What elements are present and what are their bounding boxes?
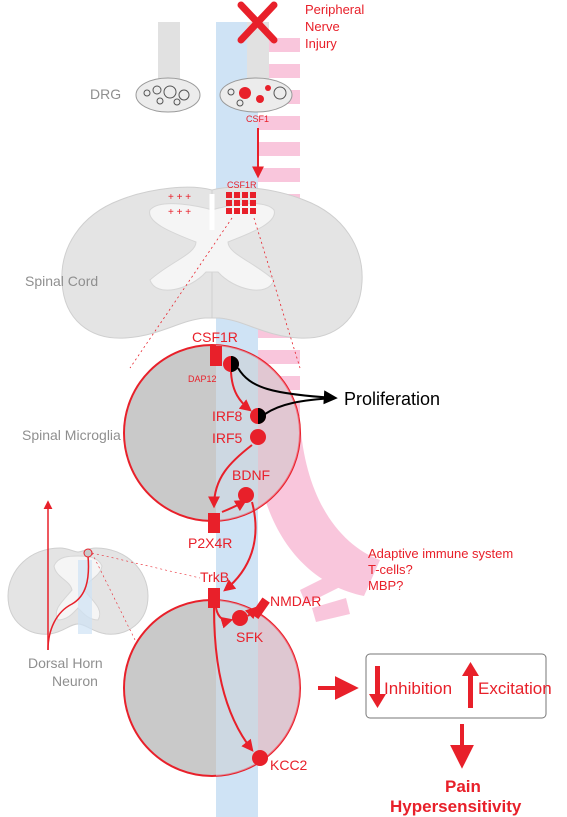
spinal-cord-label: Spinal Cord: [25, 273, 98, 289]
injury-label-2: Nerve: [305, 19, 340, 34]
p2x4r-label: P2X4R: [188, 535, 232, 551]
mini-blue-band: [78, 560, 92, 634]
sfk-label: SFK: [236, 629, 264, 645]
dorsal-horn-label-2: Neuron: [52, 673, 98, 689]
zoom-line-right: [253, 217, 301, 369]
irf8-label: IRF8: [212, 408, 243, 424]
adaptive-label-1: Adaptive immune system: [368, 546, 513, 561]
injury-label-3: Injury: [305, 36, 337, 51]
trkb-receptor: [208, 588, 220, 608]
dap12-proliferation-arrow: [237, 367, 338, 405]
injury-label-1: Peripheral: [305, 2, 364, 17]
kcc2-label: KCC2: [270, 757, 308, 773]
mini-neuron-process: [47, 555, 90, 651]
excitation-label: Excitation: [478, 679, 552, 698]
dorsal-horn-label-1: Dorsal Horn: [28, 655, 103, 671]
csf1r-label: CSF1R: [192, 329, 238, 345]
csf1-label: CSF1: [246, 114, 269, 124]
zoom-line-left: [129, 217, 233, 369]
proliferation-label: Proliferation: [344, 389, 440, 409]
spinal-microglia-label: Spinal Microglia: [22, 427, 121, 443]
trkb-to-kcc2-arrow: [213, 607, 254, 752]
drg-nerve-right: [247, 22, 269, 84]
drg-label: DRG: [90, 86, 121, 102]
dap12-label: DAP12: [188, 374, 217, 384]
cross-icon: [237, 1, 278, 44]
svg-text:+ + +: + + +: [168, 192, 191, 203]
excitation-up-arrow: [462, 662, 479, 708]
csf1r-small-label: CSF1R: [227, 180, 257, 190]
p2x4r-receptor: [208, 513, 220, 533]
nmdar-label: NMDAR: [270, 593, 321, 609]
drg-neurons-right: [227, 85, 287, 107]
mini-zoom-line-bottom: [91, 552, 141, 651]
drg-ganglion-left: [135, 77, 201, 113]
inhibition-down-arrow: [369, 666, 386, 708]
outcome-box: [365, 653, 547, 719]
pain-label-2: Hypersensitivity: [390, 797, 522, 816]
irf5-node: [250, 429, 266, 445]
drg-nerve-left: [158, 22, 180, 84]
drg-ganglion-right: [219, 77, 293, 113]
bdnf-label: BDNF: [232, 467, 270, 483]
inhibition-label: Inhibition: [384, 679, 452, 698]
sfk-to-nmdar-arrow: [244, 606, 258, 620]
bdnf-to-trkb-arrow: [223, 501, 257, 592]
irf8-proliferation-arrow: [264, 397, 336, 415]
irf8-icon: [250, 408, 266, 424]
drg-neurons-left: [143, 85, 190, 106]
csf1r-cluster: [226, 192, 256, 214]
kcc2-node: [252, 750, 268, 766]
dap12-icon: [223, 356, 239, 372]
adaptive-label-2: T-cells?: [368, 562, 413, 577]
sfk-node: [232, 610, 248, 626]
csf1r-receptor: [210, 346, 222, 366]
bdnf-node: [238, 487, 254, 503]
trkb-label: TrkB: [200, 569, 229, 585]
mini-neuron-soma: [83, 548, 93, 558]
mini-zoom-line-top: [91, 552, 201, 579]
svg-text:+ + +: + + +: [168, 207, 191, 218]
irf5-label: IRF5: [212, 430, 243, 446]
microglia-plus-left: + + + + + +: [168, 192, 191, 218]
csf1r-to-irf8-arrow: [230, 371, 252, 412]
pain-label-1: Pain: [445, 777, 481, 796]
trkb-to-sfk-arrow: [215, 607, 234, 629]
adaptive-label-3: MBP?: [368, 578, 403, 593]
irf5-to-p2x4r-arrow: [208, 444, 253, 509]
pink-sweep-dashes: [300, 570, 350, 622]
neuron-pink-overlay: [258, 600, 300, 776]
